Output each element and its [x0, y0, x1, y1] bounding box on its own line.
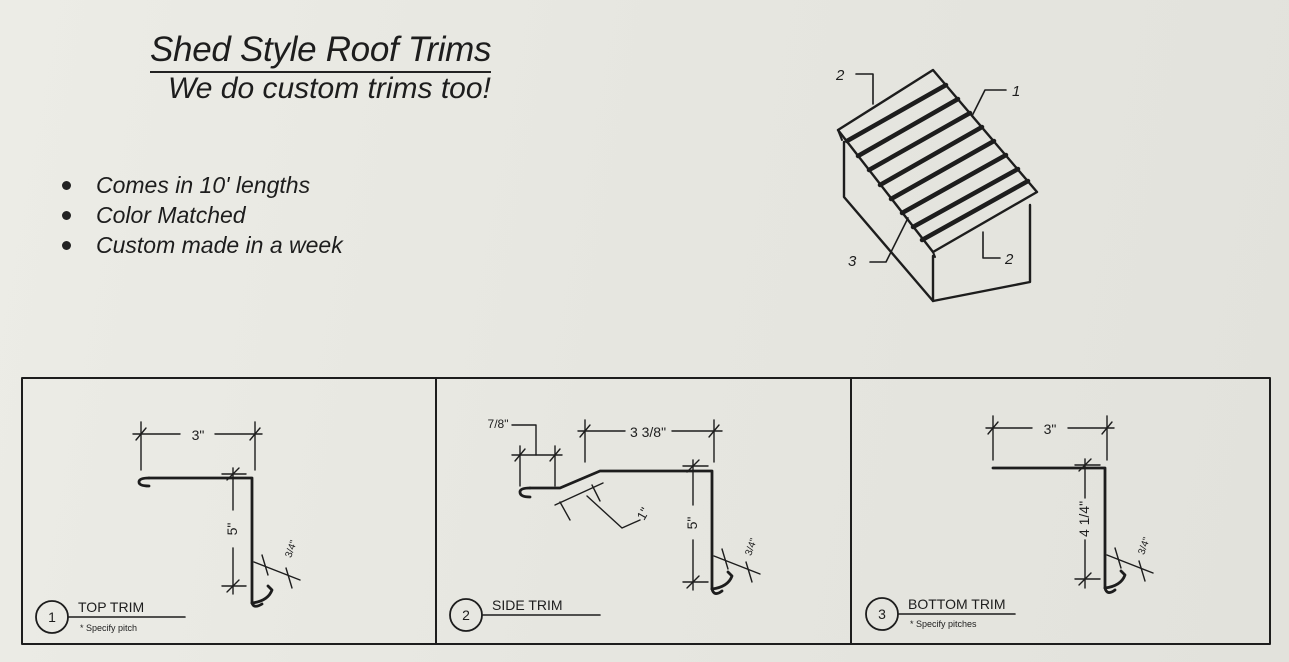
bottom-trim-width-dim: 3" [1044, 421, 1057, 437]
feature-text: Comes in 10' lengths [96, 172, 311, 198]
roof-seams [844, 82, 1031, 243]
top-trim-height-dim: 5" [224, 523, 240, 536]
bottom-trim-drawing [865, 415, 1154, 631]
feature-list: Comes in 10' lengths Color Matched Custo… [60, 170, 343, 260]
top-trim-width-dim: 3" [192, 427, 205, 443]
side-trim-width-dim: 3 3/8" [630, 424, 666, 440]
callout-leader [971, 89, 1007, 117]
bottom-trim-note: * Specify pitches [910, 619, 977, 629]
trim-panels-frame [21, 377, 1271, 645]
shed-illustration [836, 68, 1039, 303]
bullet-icon [62, 211, 71, 220]
side-trim-small-dim: 7/8" [488, 417, 509, 431]
shed-callout-2-top: 2 [835, 67, 845, 84]
top-trim-note: * Specify pitch [80, 623, 137, 633]
callout-leader [869, 217, 909, 263]
page-title: Shed Style Roof Trims [150, 30, 492, 73]
shed-callout-1: 1 [1012, 83, 1020, 100]
top-trim-hem-dim: 3/4" [283, 539, 299, 560]
bottom-trim-hem-dim: 3/4" [1136, 536, 1152, 557]
roof-edge [932, 251, 936, 258]
bottom-trim-number: 3 [878, 606, 886, 622]
side-trim-drawing [449, 419, 761, 632]
top-trim-name: TOP TRIM [78, 599, 144, 615]
page-subtitle: We do custom trims too! [168, 72, 491, 105]
side-trim-slope-dim: 1" [634, 505, 653, 523]
side-trim-number: 2 [462, 607, 470, 623]
bottom-trim-name: BOTTOM TRIM [908, 596, 1005, 612]
feature-item: Color Matched [60, 200, 343, 230]
feature-item: Comes in 10' lengths [60, 170, 343, 200]
bottom-trim-height-dim: 4 1/4" [1076, 501, 1092, 537]
shed-callout-3: 3 [848, 253, 857, 270]
feature-text: Color Matched [96, 202, 246, 228]
roof-edge [837, 129, 843, 141]
shed-callout-2-bottom: 2 [1004, 251, 1014, 268]
callout-leader [855, 73, 874, 105]
side-trim-height-dim: 5" [684, 517, 700, 530]
top-trim-drawing [35, 421, 301, 634]
top-trim-number: 1 [48, 609, 56, 625]
bullet-icon [62, 241, 71, 250]
side-trim-name: SIDE TRIM [492, 597, 563, 613]
feature-item: Custom made in a week [60, 230, 343, 260]
bullet-icon [62, 181, 71, 190]
callout-leader [982, 231, 1001, 259]
side-trim-hem-dim: 3/4" [743, 537, 759, 558]
feature-text: Custom made in a week [96, 232, 343, 258]
